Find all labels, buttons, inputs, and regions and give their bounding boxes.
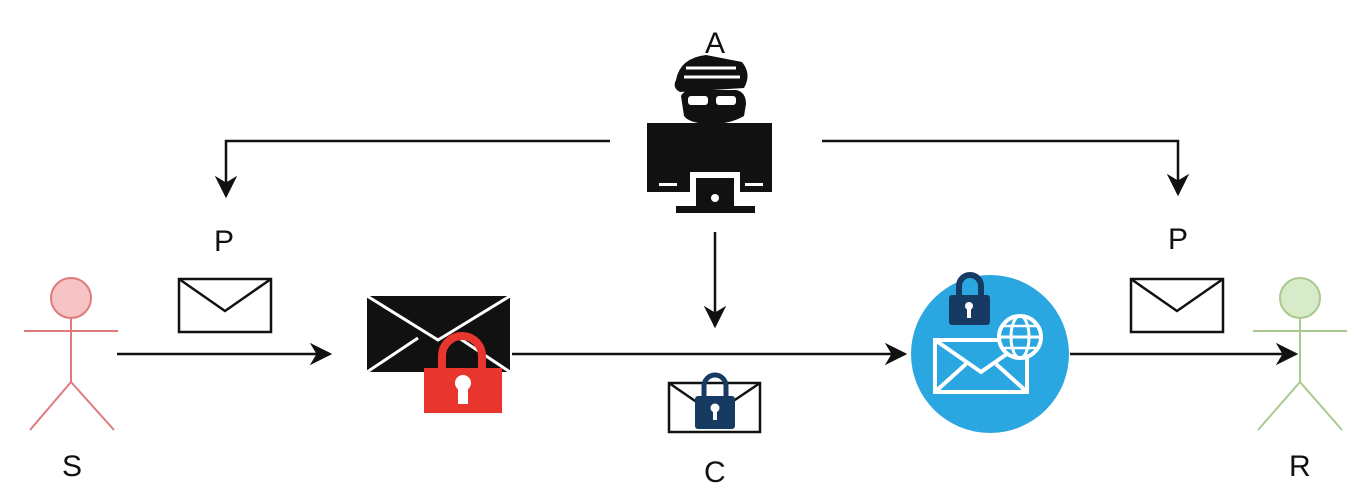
stick-figure-icon bbox=[24, 277, 118, 431]
envelope-icon bbox=[1129, 277, 1225, 334]
secure-mail-globe-icon bbox=[911, 272, 1069, 433]
plaintext-left-label: P bbox=[214, 225, 235, 258]
hacker-at-computer-icon bbox=[647, 55, 772, 213]
envelope-icon bbox=[177, 277, 273, 334]
attacker-label: A bbox=[705, 27, 726, 60]
arrow-attacker-to-plaintext-left bbox=[214, 139, 610, 199]
stick-figure-icon bbox=[1253, 277, 1347, 431]
ciphertext-label: C bbox=[704, 456, 726, 489]
receiver-head bbox=[1279, 277, 1321, 319]
sender-label: S bbox=[62, 450, 83, 483]
plaintext-right-label: P bbox=[1168, 223, 1189, 256]
arrow-attacker-to-plaintext-right bbox=[822, 139, 1190, 197]
sender-head bbox=[50, 277, 92, 319]
receiver-label: R bbox=[1289, 450, 1311, 483]
connectors bbox=[117, 139, 1299, 366]
locked-envelope-icon bbox=[667, 372, 762, 434]
envelope-with-padlock-icon bbox=[366, 294, 511, 413]
